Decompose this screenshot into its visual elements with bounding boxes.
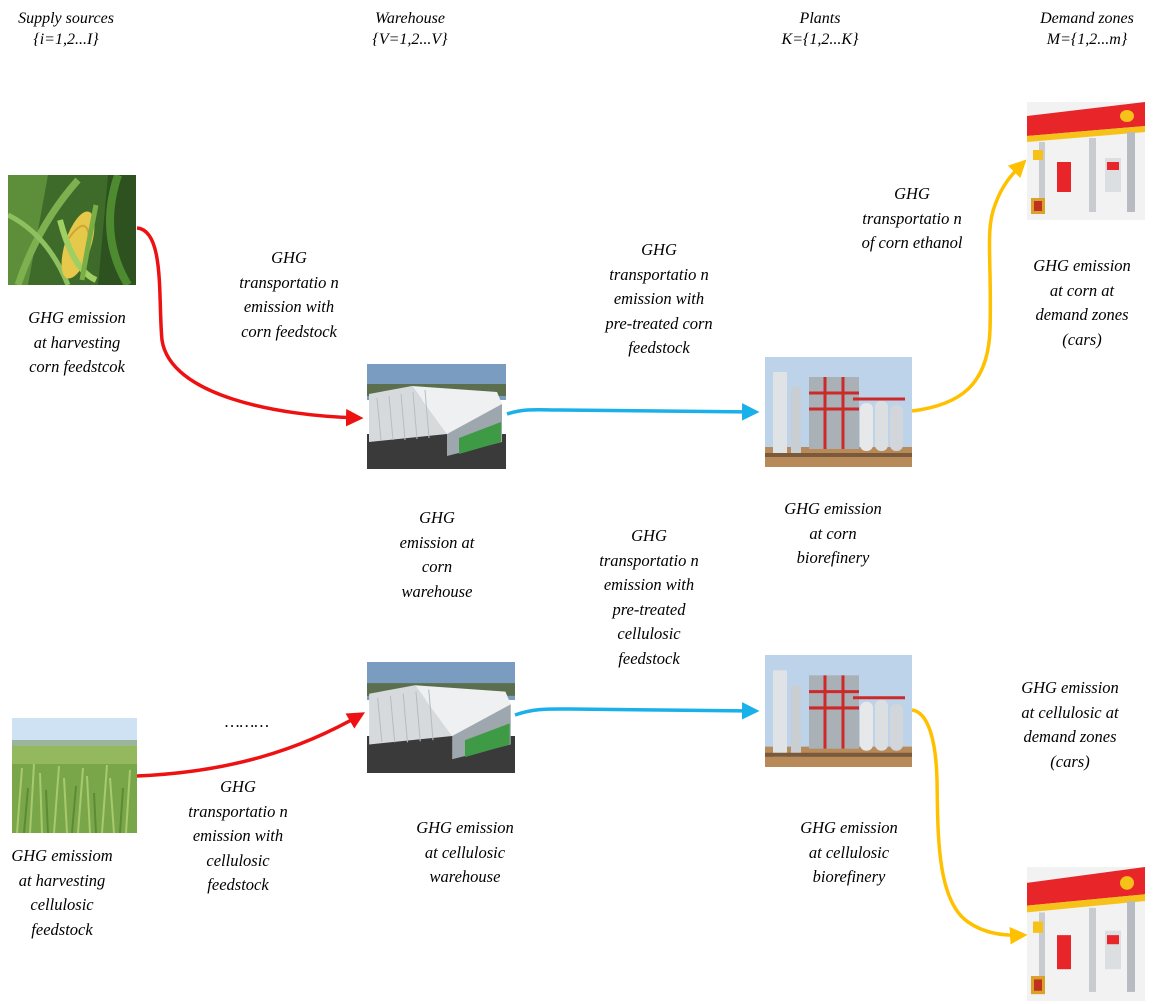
gas-station-photo xyxy=(1027,867,1145,1001)
label-cellulosic-warehouse-emission: GHG emission at cellulosic warehouse xyxy=(416,818,514,886)
gas-station-photo xyxy=(1027,102,1145,220)
arrow-cellulosic-supply-to-warehouse xyxy=(136,712,366,778)
header-title: Warehouse xyxy=(375,10,445,27)
arrow-corn-warehouse-to-plant xyxy=(506,403,760,421)
corn-field-photo xyxy=(8,175,136,285)
arrow-corn-plant-to-demand xyxy=(911,159,1027,413)
biorefinery-photo xyxy=(765,357,912,467)
warehouse-photo xyxy=(367,364,506,469)
label-cellulosic-harvest-emission: GHG emissiom at harvesting cellulosic fe… xyxy=(11,846,113,939)
header-demand-zones: Demand zones M={1,2...m} xyxy=(1020,8,1154,50)
label-corn-ethanol-transport-emission: GHG transportatio n of corn ethanol xyxy=(861,184,963,252)
label-pretreated-corn-transport-emission: GHG transportatio n emission with pre-tr… xyxy=(605,240,713,357)
header-warehouse: Warehouse {V=1,2...V} xyxy=(350,8,470,50)
header-set: {V=1,2...V} xyxy=(372,31,448,48)
label-corn-feedstock-transport-emission: GHG transportatio n emission with corn f… xyxy=(239,248,339,341)
header-set: K={1,2...K} xyxy=(781,31,859,48)
header-supply-sources: Supply sources {i=1,2...I} xyxy=(2,8,130,50)
header-plants: Plants K={1,2...K} xyxy=(760,8,880,50)
label-corn-demand-emission: GHG emission at corn at demand zones (ca… xyxy=(1033,256,1131,349)
warehouse-photo xyxy=(367,662,515,773)
header-title: Plants xyxy=(799,10,841,27)
header-set: {i=1,2...I} xyxy=(33,31,99,48)
label-cellulosic-feedstock-transport-emission: GHG transportatio n emission with cellul… xyxy=(188,777,288,894)
label-corn-warehouse-emission: GHG emission at corn warehouse xyxy=(399,508,475,601)
arrow-cellulosic-plant-to-demand xyxy=(911,708,1028,945)
label-cellulosic-biorefinery-emission: GHG emission at cellulosic biorefinery xyxy=(800,818,898,886)
header-title: Supply sources xyxy=(18,10,114,27)
arrow-cellulosic-warehouse-to-plant xyxy=(514,702,760,720)
biorefinery-photo xyxy=(765,655,912,767)
label-cellulosic-demand-emission: GHG emission at cellulosic at demand zon… xyxy=(1021,678,1119,771)
label-corn-biorefinery-emission: GHG emission at corn biorefinery xyxy=(784,499,882,567)
label-pretreated-cellulosic-transport-emission: GHG transportatio n emission with pre-tr… xyxy=(599,526,699,668)
label-corn-harvest-emission: GHG emission at harvesting corn feedstco… xyxy=(28,308,126,376)
header-set: M={1,2...m} xyxy=(1046,31,1128,48)
arrow-corn-supply-to-warehouse xyxy=(136,226,364,427)
grass-field-photo xyxy=(12,718,137,833)
header-title: Demand zones xyxy=(1040,10,1134,27)
label-ellipsis: ……… xyxy=(224,712,269,731)
